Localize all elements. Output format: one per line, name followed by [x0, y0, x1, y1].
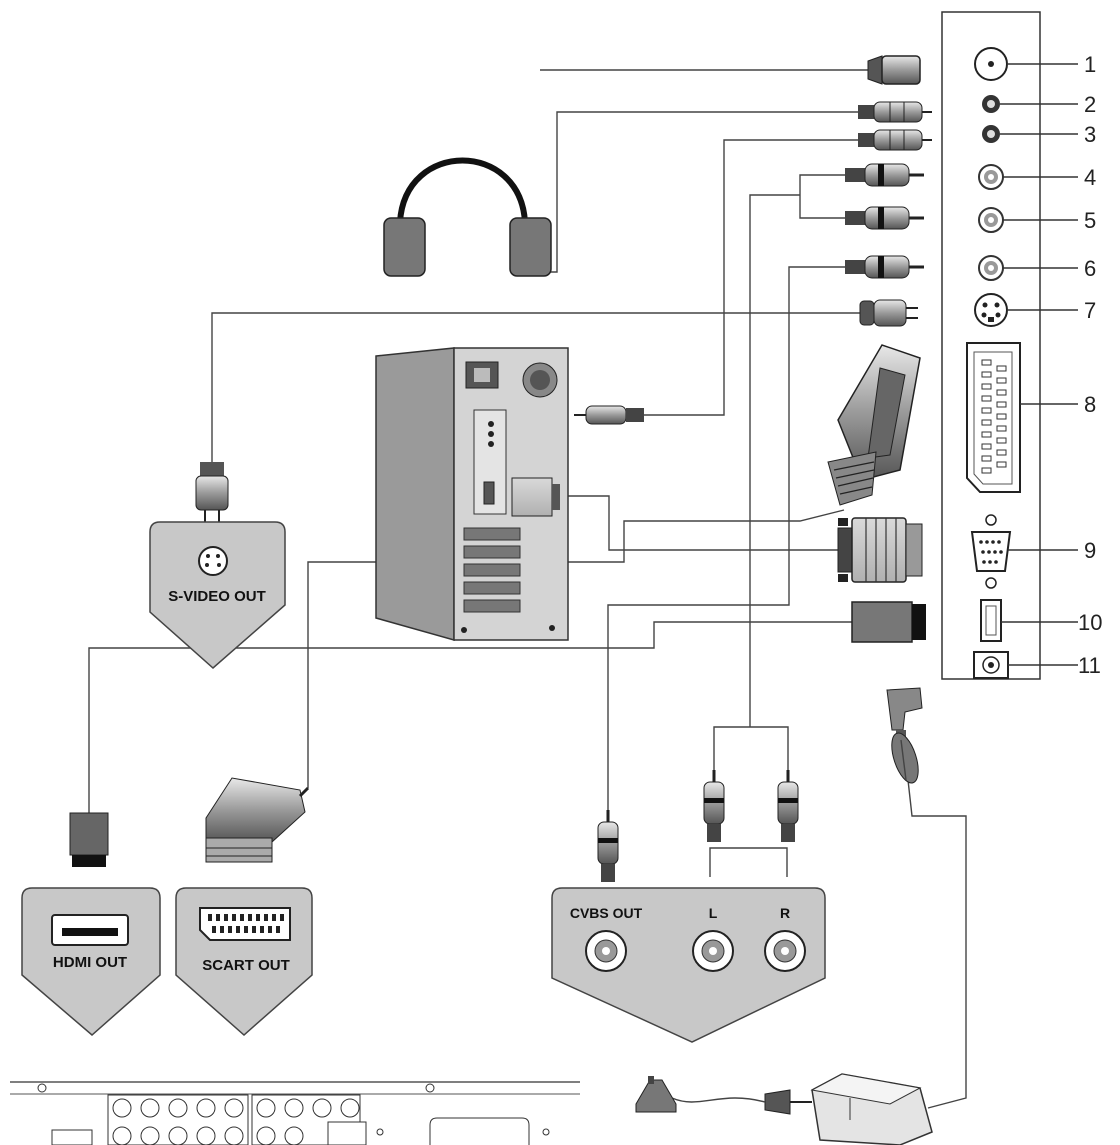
port-number-11: 11 [1078, 653, 1101, 678]
cables [88, 69, 967, 1109]
port-number-5: 5 [1084, 208, 1096, 233]
hdmi-out-device: HDMI OUT [21, 887, 161, 1036]
headphone-plug [858, 101, 932, 123]
cvbs-out-label: CVBS OUT [570, 905, 643, 921]
dc-power-port[interactable] [973, 651, 1009, 679]
rca-plug-audio-l [845, 163, 924, 187]
audio-left-label: L [709, 905, 718, 921]
port-number-4: 4 [1084, 165, 1096, 190]
audio-l-source-plug [703, 770, 725, 842]
audio-r-source-plug [777, 770, 799, 842]
port-number-10: 10 [1078, 610, 1102, 635]
audio-r-jack[interactable] [978, 207, 1004, 233]
audio-l-jack[interactable] [978, 164, 1004, 190]
port-number-7: 7 [1084, 298, 1096, 323]
audio-right-label: R [780, 905, 790, 921]
pc-audio-plug [858, 129, 932, 151]
svideo-out-label: S-VIDEO OUT [168, 588, 266, 605]
vga-port[interactable] [970, 514, 1012, 589]
pc-side-audio-plug [574, 405, 644, 425]
audio-l-out-jack [692, 930, 734, 972]
rf-antenna-port[interactable] [974, 47, 1008, 81]
vga-plug [837, 517, 923, 583]
hdmi-plug [851, 601, 926, 643]
cvbs-audio-out-device: CVBS OUT L R [551, 887, 826, 1043]
port-number-6: 6 [1084, 256, 1096, 281]
svideo-out-device: S-VIDEO OUT [149, 521, 286, 669]
scart-plug [827, 344, 921, 506]
rca-plug-audio-r [845, 206, 924, 230]
hdmi-out-label: HDMI OUT [53, 954, 127, 971]
scart-port[interactable] [966, 342, 1021, 493]
port-number-9: 9 [1084, 538, 1096, 563]
pc-tower-icon [375, 347, 569, 641]
scart-out-device: SCART OUT [175, 887, 313, 1037]
headphones-icon [383, 157, 552, 277]
rca-plug-video [845, 255, 924, 279]
svideo-plug [859, 299, 918, 327]
device-rear-panel [10, 1081, 580, 1145]
scart-source-plug [205, 777, 310, 863]
power-adapter-icon [635, 1073, 933, 1145]
headphone-jack[interactable] [982, 95, 1000, 113]
pc-audio-jack[interactable] [982, 125, 1000, 143]
scart-out-label: SCART OUT [202, 957, 290, 974]
audio-r-out-jack [764, 930, 806, 972]
hdmi-source-plug [69, 812, 109, 867]
svideo-port[interactable] [974, 293, 1008, 327]
cvbs-out-jack [585, 930, 627, 972]
dc-power-plug [886, 687, 923, 784]
port-number-2: 2 [1084, 92, 1096, 117]
svideo-source-plug [195, 462, 229, 522]
hdmi-port[interactable] [980, 599, 1002, 642]
port-number-3: 3 [1084, 122, 1096, 147]
cvbs-source-plug [597, 810, 619, 882]
port-number-1: 1 [1084, 52, 1096, 77]
port-number-8: 8 [1084, 392, 1096, 417]
video-jack[interactable] [978, 255, 1004, 281]
tv-side-panel: 1 2 3 4 5 6 7 8 9 10 11 [941, 11, 1102, 680]
antenna-plug [867, 55, 921, 85]
